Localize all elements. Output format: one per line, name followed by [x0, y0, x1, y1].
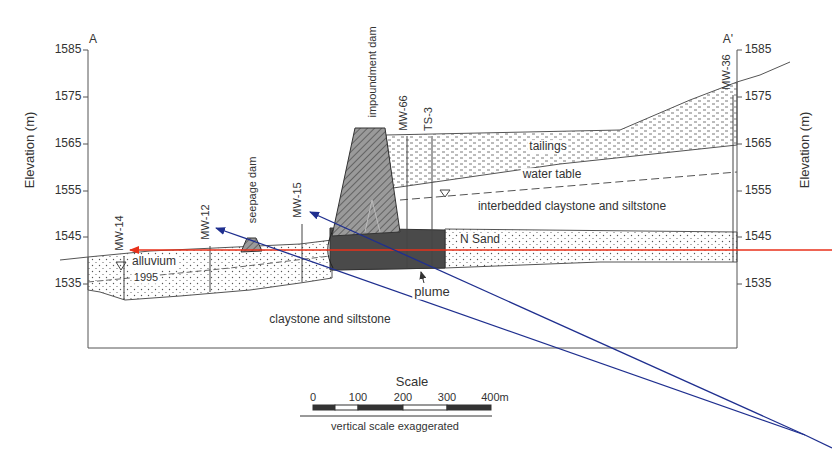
axis-tick: 1565 — [745, 137, 772, 151]
scale-number: 0 — [310, 391, 316, 404]
unit-label: interbedded claystone and siltstone — [478, 200, 666, 214]
axis-tick: 1575 — [745, 90, 772, 104]
axis-tick: 1585 — [55, 43, 82, 57]
unit-label: water table — [521, 168, 584, 182]
axis-tick: 1535 — [745, 277, 772, 291]
year-label: 1995 — [132, 271, 160, 284]
unit-label: tailings — [527, 140, 568, 154]
axis-tick: 1545 — [55, 230, 82, 244]
plume-label: plume — [412, 285, 451, 300]
scale-number: 300 — [438, 391, 456, 404]
well-label: MW-66 — [397, 95, 410, 130]
scale-number: 200 — [394, 391, 412, 404]
dam-label: impoundment dam — [366, 26, 379, 117]
axis-tick: 1545 — [745, 230, 772, 244]
axis-tick: 1575 — [55, 90, 82, 104]
unit-label: N Sand — [458, 233, 502, 247]
unit-label: claystone and siltstone — [267, 313, 392, 327]
unit-label: alluvium — [130, 255, 178, 269]
axis-tick: 1565 — [55, 137, 82, 151]
scale-note: vertical scale exaggerated — [331, 420, 459, 433]
axis-tick: 1555 — [745, 184, 772, 198]
well-label: MW-12 — [199, 204, 212, 239]
scale-number: 100 — [349, 391, 367, 404]
scale-number: 400m — [481, 391, 509, 404]
well-label: MW-14 — [113, 215, 126, 250]
axis-tick: 1555 — [55, 184, 82, 198]
axis-tick: 1535 — [55, 277, 82, 291]
axis-title: Elevation (m) — [23, 112, 38, 189]
section-end: A — [89, 33, 97, 47]
axis-tick: 1585 — [745, 43, 772, 57]
well-label: MW-15 — [291, 182, 304, 217]
section-end: A' — [723, 33, 733, 47]
axis-title: Elevation (m) — [798, 112, 813, 189]
scale-title: Scale — [396, 375, 429, 390]
well-label: MW-36 — [720, 54, 733, 89]
dam-label: seepage dam — [246, 157, 259, 224]
well-label: TS-3 — [422, 107, 435, 131]
